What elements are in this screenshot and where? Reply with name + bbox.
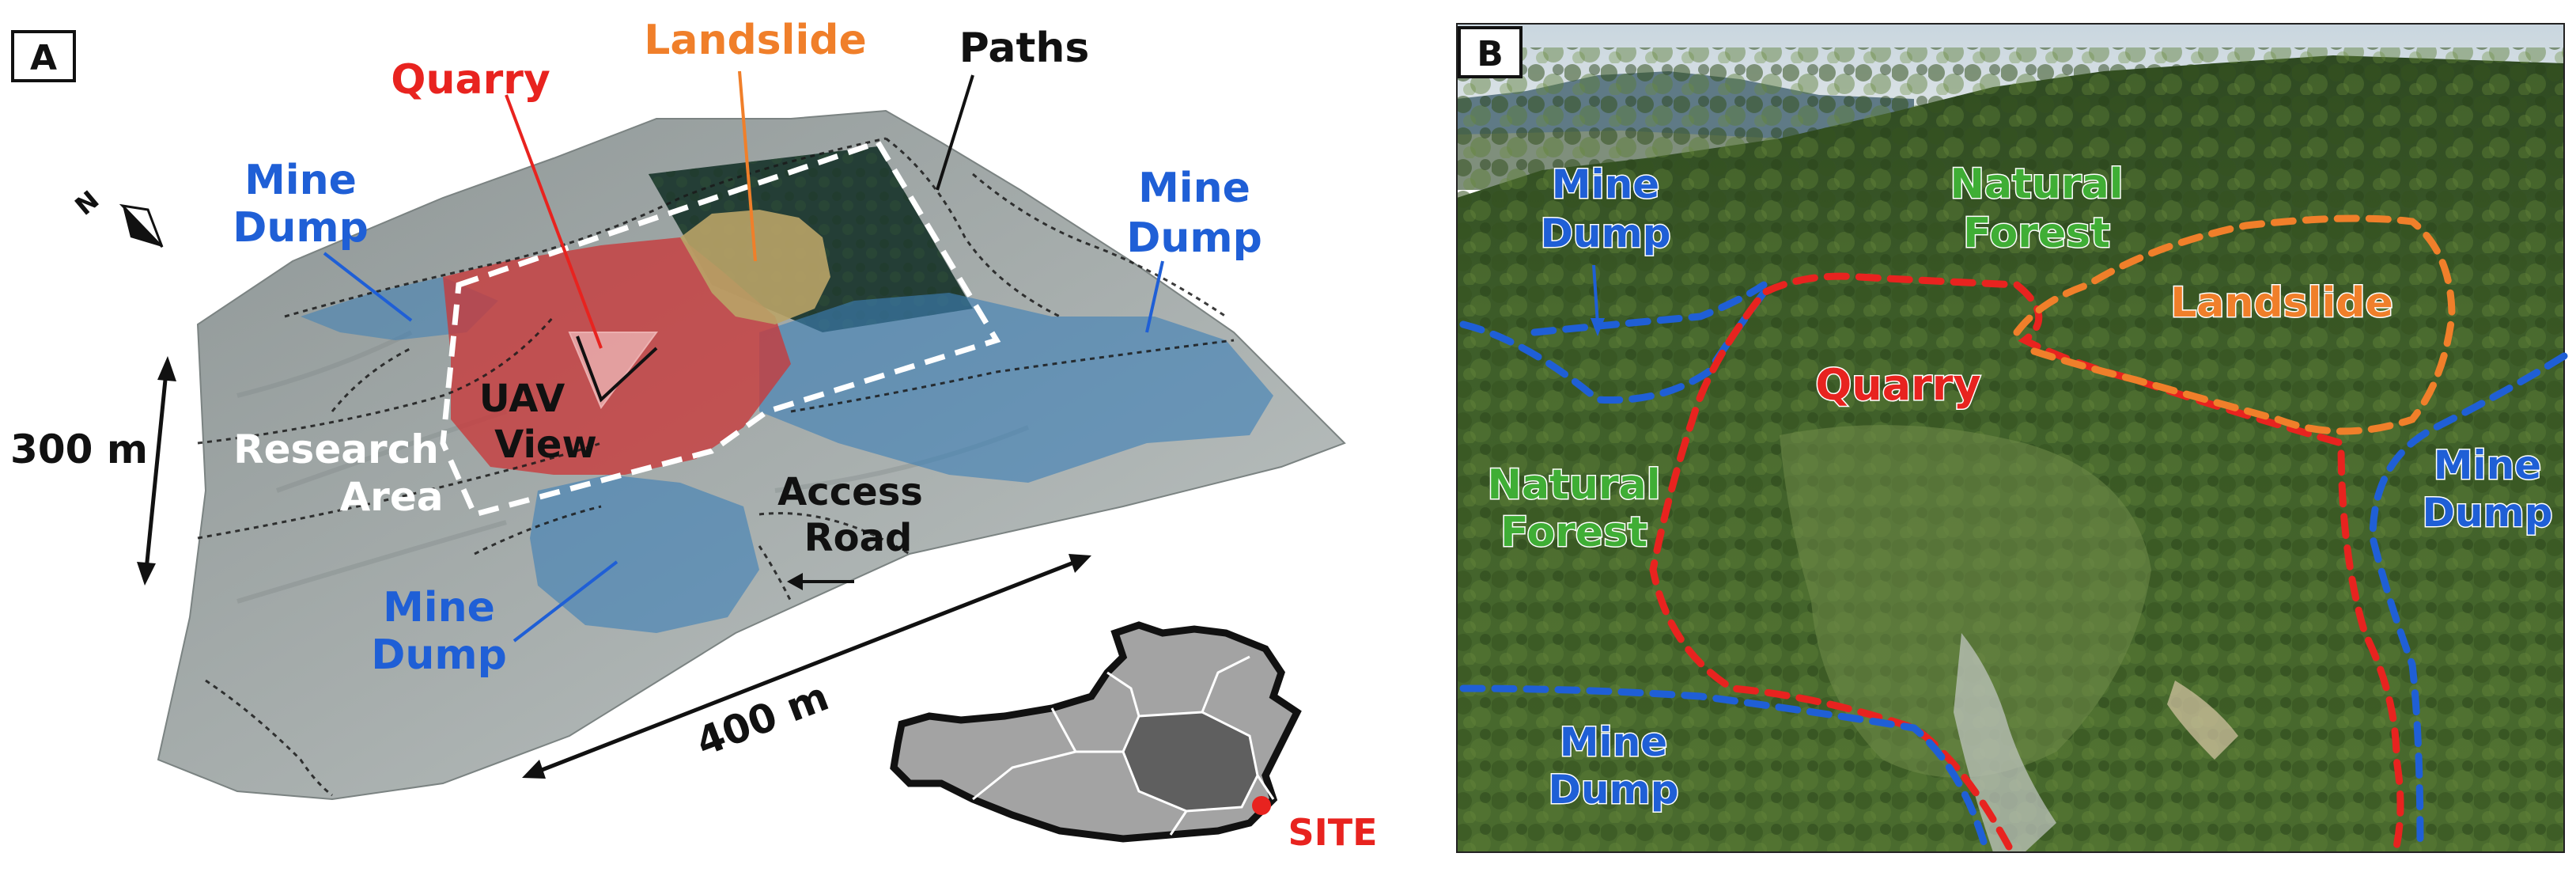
photo-frame bbox=[1456, 23, 2565, 853]
label-uav-view-2: View bbox=[494, 423, 597, 467]
panel-a-letter-box bbox=[11, 30, 76, 82]
site-marker bbox=[1252, 796, 1271, 815]
photo-label-landslide: Landslide bbox=[2170, 279, 2393, 327]
mine-dump-boundary-sw bbox=[1459, 684, 1989, 851]
uav-leader-line bbox=[576, 336, 658, 403]
photo-clearing bbox=[2167, 681, 2238, 760]
panel-b-letter-box bbox=[1458, 26, 1523, 78]
mine-dump-s-leader-line bbox=[513, 560, 618, 643]
mine-dump-ne-leader-line bbox=[1145, 260, 1164, 333]
research-area-boundary[interactable] bbox=[440, 138, 1001, 518]
label-scale-400: 400 m bbox=[690, 673, 834, 765]
label-mine-dump-ne-1: Mine bbox=[1138, 165, 1250, 212]
north-arrow-icon: N bbox=[69, 184, 164, 248]
label-uav-view-1: UAV bbox=[479, 377, 566, 421]
panel-a-letter: A bbox=[30, 38, 57, 78]
uav-view-triangle bbox=[568, 332, 658, 410]
terrain-shading bbox=[236, 330, 1030, 604]
label-mine-dump-s-2: Dump bbox=[371, 631, 507, 679]
scale-arrow-300 bbox=[137, 356, 176, 586]
mine-dump-region-s bbox=[530, 475, 759, 633]
label-mine-dump-s-1: Mine bbox=[383, 584, 495, 631]
mine-dump-region-ne bbox=[759, 293, 1273, 483]
photo-boundaries bbox=[1459, 214, 2568, 851]
photo-label-mine-dump-nw-2: Dump bbox=[1541, 210, 1671, 256]
label-site: SITE bbox=[1288, 811, 1377, 854]
landslide-boundary bbox=[2013, 214, 2456, 435]
panel-a: N A bbox=[10, 17, 1377, 854]
label-mine-dump-nw-1: Mine bbox=[244, 157, 357, 204]
landslide-region bbox=[680, 210, 830, 324]
photo-label-mine-dump-e-2: Dump bbox=[2423, 490, 2553, 536]
access-road-arrow bbox=[787, 573, 854, 590]
paths-network bbox=[197, 137, 1235, 797]
mine-dump-nw-pointer-head bbox=[1591, 318, 1605, 336]
photo-label-quarry: Quarry bbox=[1815, 360, 1980, 410]
photo-label-natural-forest-n-2: Forest bbox=[1963, 210, 2110, 257]
photo-label-mine-dump-nw-1: Mine bbox=[1552, 161, 1659, 207]
scale-arrow-400 bbox=[522, 554, 1091, 779]
label-research-area-1: Research bbox=[233, 427, 439, 472]
austria-map-inset bbox=[890, 621, 1302, 843]
quarry-leader-line bbox=[505, 94, 603, 349]
label-paths: Paths bbox=[959, 25, 1090, 72]
label-quarry: Quarry bbox=[391, 56, 550, 104]
photo-label-mine-dump-sw-2: Dump bbox=[1549, 767, 1679, 813]
label-scale-300: 300 m bbox=[10, 427, 148, 472]
quarry-boundary bbox=[1649, 272, 2404, 851]
mine-dump-nw-leader-line bbox=[323, 252, 413, 322]
label-mine-dump-ne-2: Dump bbox=[1126, 214, 1262, 262]
photo-scree bbox=[1954, 633, 2056, 852]
panel-b: B Mine Dump Natural Forest Landslide Qua… bbox=[1456, 23, 2568, 853]
paths-leader-line bbox=[936, 74, 974, 191]
label-access-road-1: Access bbox=[777, 470, 923, 514]
styria-region bbox=[1122, 711, 1259, 813]
label-mine-dump-nw-2: Dump bbox=[233, 204, 369, 252]
photo-label-mine-dump-e-1: Mine bbox=[2434, 442, 2541, 488]
photo-label-natural-forest-w-1: Natural bbox=[1487, 461, 1660, 509]
photo-label-natural-forest-w-2: Forest bbox=[1500, 509, 1647, 556]
photo-label-mine-dump-sw-1: Mine bbox=[1560, 719, 1667, 765]
mine-dump-boundary-nw-top bbox=[1530, 281, 1768, 336]
label-research-area-2: Area bbox=[339, 474, 443, 520]
landslide-leader-line bbox=[738, 70, 757, 262]
label-landslide: Landslide bbox=[644, 17, 867, 64]
photo-label-natural-forest-n-1: Natural bbox=[1950, 161, 2123, 208]
mine-dump-nw-pointer bbox=[1592, 264, 1599, 325]
panel-b-letter: B bbox=[1477, 34, 1504, 74]
photo-quarry-floor bbox=[1780, 425, 2151, 778]
mine-dump-boundary-e bbox=[2369, 352, 2568, 851]
svg-text:N: N bbox=[69, 184, 104, 221]
label-access-road-2: Road bbox=[804, 516, 913, 560]
